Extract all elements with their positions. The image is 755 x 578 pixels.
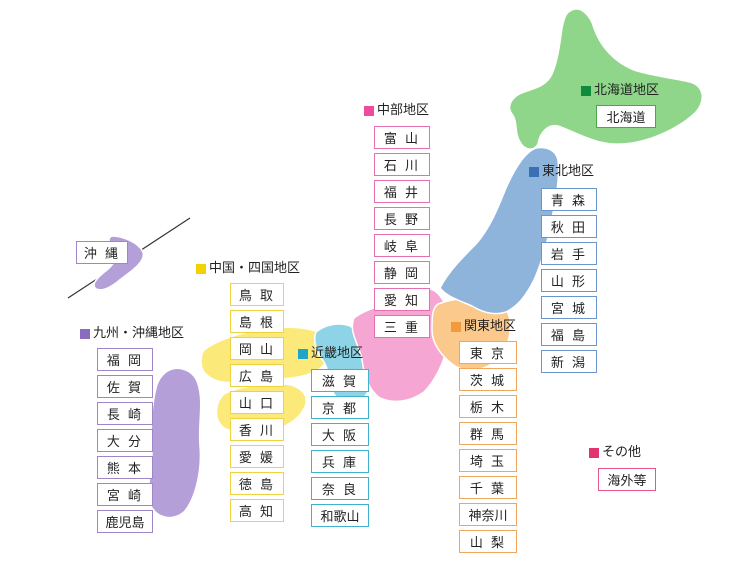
prefecture-button[interactable]: 富 山 (374, 126, 430, 149)
kyushu-color-square (80, 329, 90, 339)
hokkaido-region-shape[interactable] (508, 8, 703, 150)
prefecture-button[interactable]: 沖 縄 (76, 241, 128, 264)
region-name: 中部地区 (377, 103, 430, 118)
prefecture-button[interactable]: 佐 賀 (97, 375, 153, 398)
pref-list-hokkaido: 北海道 (596, 105, 656, 128)
prefecture-button[interactable]: 愛 媛 (230, 445, 284, 468)
prefecture-button[interactable]: 高 知 (230, 499, 284, 522)
prefecture-button[interactable]: 海外等 (598, 468, 656, 491)
prefecture-button[interactable]: 秋 田 (541, 215, 597, 238)
prefecture-button[interactable]: 静 岡 (374, 261, 430, 284)
prefecture-button[interactable]: 和歌山 (311, 504, 369, 527)
prefecture-button[interactable]: 千 葉 (459, 476, 517, 499)
prefecture-button[interactable]: 神奈川 (459, 503, 517, 526)
region-label-hokkaido: 北海道地区 (581, 83, 659, 99)
tohoku-color-square (529, 167, 539, 177)
region-label-other: その他 (589, 445, 641, 461)
chugoku-color-square (196, 264, 206, 274)
prefecture-button[interactable]: 新 潟 (541, 350, 597, 373)
prefecture-button[interactable]: 長 崎 (97, 402, 153, 425)
kanto-color-square (451, 322, 461, 332)
prefecture-button[interactable]: 岩 手 (541, 242, 597, 265)
prefecture-button[interactable]: 山 梨 (459, 530, 517, 553)
prefecture-button[interactable]: 島 根 (230, 310, 284, 333)
region-label-chugoku-shikoku: 中国・四国地区 (196, 261, 300, 277)
pref-list-kinki: 滋 賀京 都大 阪兵 庫奈 良和歌山 (311, 369, 369, 527)
region-name: 九州・沖縄地区 (93, 326, 185, 341)
prefecture-button[interactable]: 徳 島 (230, 472, 284, 495)
prefecture-button[interactable]: 宮 崎 (97, 483, 153, 506)
prefecture-button[interactable]: 大 分 (97, 429, 153, 452)
prefecture-button[interactable]: 大 阪 (311, 423, 369, 446)
prefecture-button[interactable]: 岐 阜 (374, 234, 430, 257)
hokkaido-color-square (581, 86, 591, 96)
prefecture-button[interactable]: 香 川 (230, 418, 284, 441)
prefecture-button[interactable]: 岡 山 (230, 337, 284, 360)
kyushu-region-shape[interactable] (147, 367, 202, 519)
prefecture-button[interactable]: 群 馬 (459, 422, 517, 445)
prefecture-button[interactable]: 山 口 (230, 391, 284, 414)
region-name: 関東地区 (464, 319, 517, 334)
prefecture-button[interactable]: 奈 良 (311, 477, 369, 500)
region-name: その他 (602, 445, 642, 460)
kinki-color-square (298, 349, 308, 359)
region-name: 中国・四国地区 (209, 261, 301, 276)
prefecture-button[interactable]: 栃 木 (459, 395, 517, 418)
prefecture-button[interactable]: 三 重 (374, 315, 430, 338)
region-label-tohoku: 東北地区 (529, 164, 594, 180)
prefecture-button[interactable]: 兵 庫 (311, 450, 369, 473)
chubu-color-square (364, 106, 374, 116)
pref-list-tohoku: 青 森秋 田岩 手山 形宮 城福 島新 潟 (541, 188, 597, 373)
prefecture-button[interactable]: 鹿児島 (97, 510, 153, 533)
pref-list-chugoku-shikoku: 鳥 取島 根岡 山広 島山 口香 川愛 媛徳 島高 知 (230, 283, 284, 522)
prefecture-button[interactable]: 宮 城 (541, 296, 597, 319)
prefecture-button[interactable]: 青 森 (541, 188, 597, 211)
pref-list-kanto: 東 京茨 城栃 木群 馬埼 玉千 葉神奈川山 梨 (459, 341, 517, 553)
prefecture-button[interactable]: 山 形 (541, 269, 597, 292)
region-label-kyushu-okinawa: 九州・沖縄地区 (80, 326, 184, 342)
prefecture-button[interactable]: 東 京 (459, 341, 517, 364)
pref-list-chubu: 富 山石 川福 井長 野岐 阜静 岡愛 知三 重 (374, 126, 430, 338)
region-name: 東北地区 (542, 164, 595, 179)
prefecture-button[interactable]: 北海道 (596, 105, 656, 128)
pref-list-okinawa: 沖 縄 (76, 241, 128, 264)
region-name: 北海道地区 (594, 83, 660, 98)
other-color-square (589, 448, 599, 458)
prefecture-button[interactable]: 石 川 (374, 153, 430, 176)
prefecture-button[interactable]: 埼 玉 (459, 449, 517, 472)
prefecture-button[interactable]: 福 井 (374, 180, 430, 203)
region-name: 近畿地区 (311, 346, 364, 361)
prefecture-button[interactable]: 広 島 (230, 364, 284, 387)
prefecture-button[interactable]: 福 島 (541, 323, 597, 346)
prefecture-button[interactable]: 熊 本 (97, 456, 153, 479)
pref-list-kyushu: 福 岡佐 賀長 崎大 分熊 本宮 崎鹿児島 (97, 348, 153, 533)
prefecture-button[interactable]: 福 岡 (97, 348, 153, 371)
prefecture-button[interactable]: 京 都 (311, 396, 369, 419)
prefecture-button[interactable]: 長 野 (374, 207, 430, 230)
prefecture-button[interactable]: 滋 賀 (311, 369, 369, 392)
prefecture-button[interactable]: 愛 知 (374, 288, 430, 311)
prefecture-button[interactable]: 茨 城 (459, 368, 517, 391)
pref-list-other: 海外等 (598, 468, 656, 491)
prefecture-button[interactable]: 鳥 取 (230, 283, 284, 306)
region-label-kanto: 関東地区 (451, 319, 516, 335)
region-label-kinki: 近畿地区 (298, 346, 363, 362)
region-label-chubu: 中部地区 (364, 103, 429, 119)
